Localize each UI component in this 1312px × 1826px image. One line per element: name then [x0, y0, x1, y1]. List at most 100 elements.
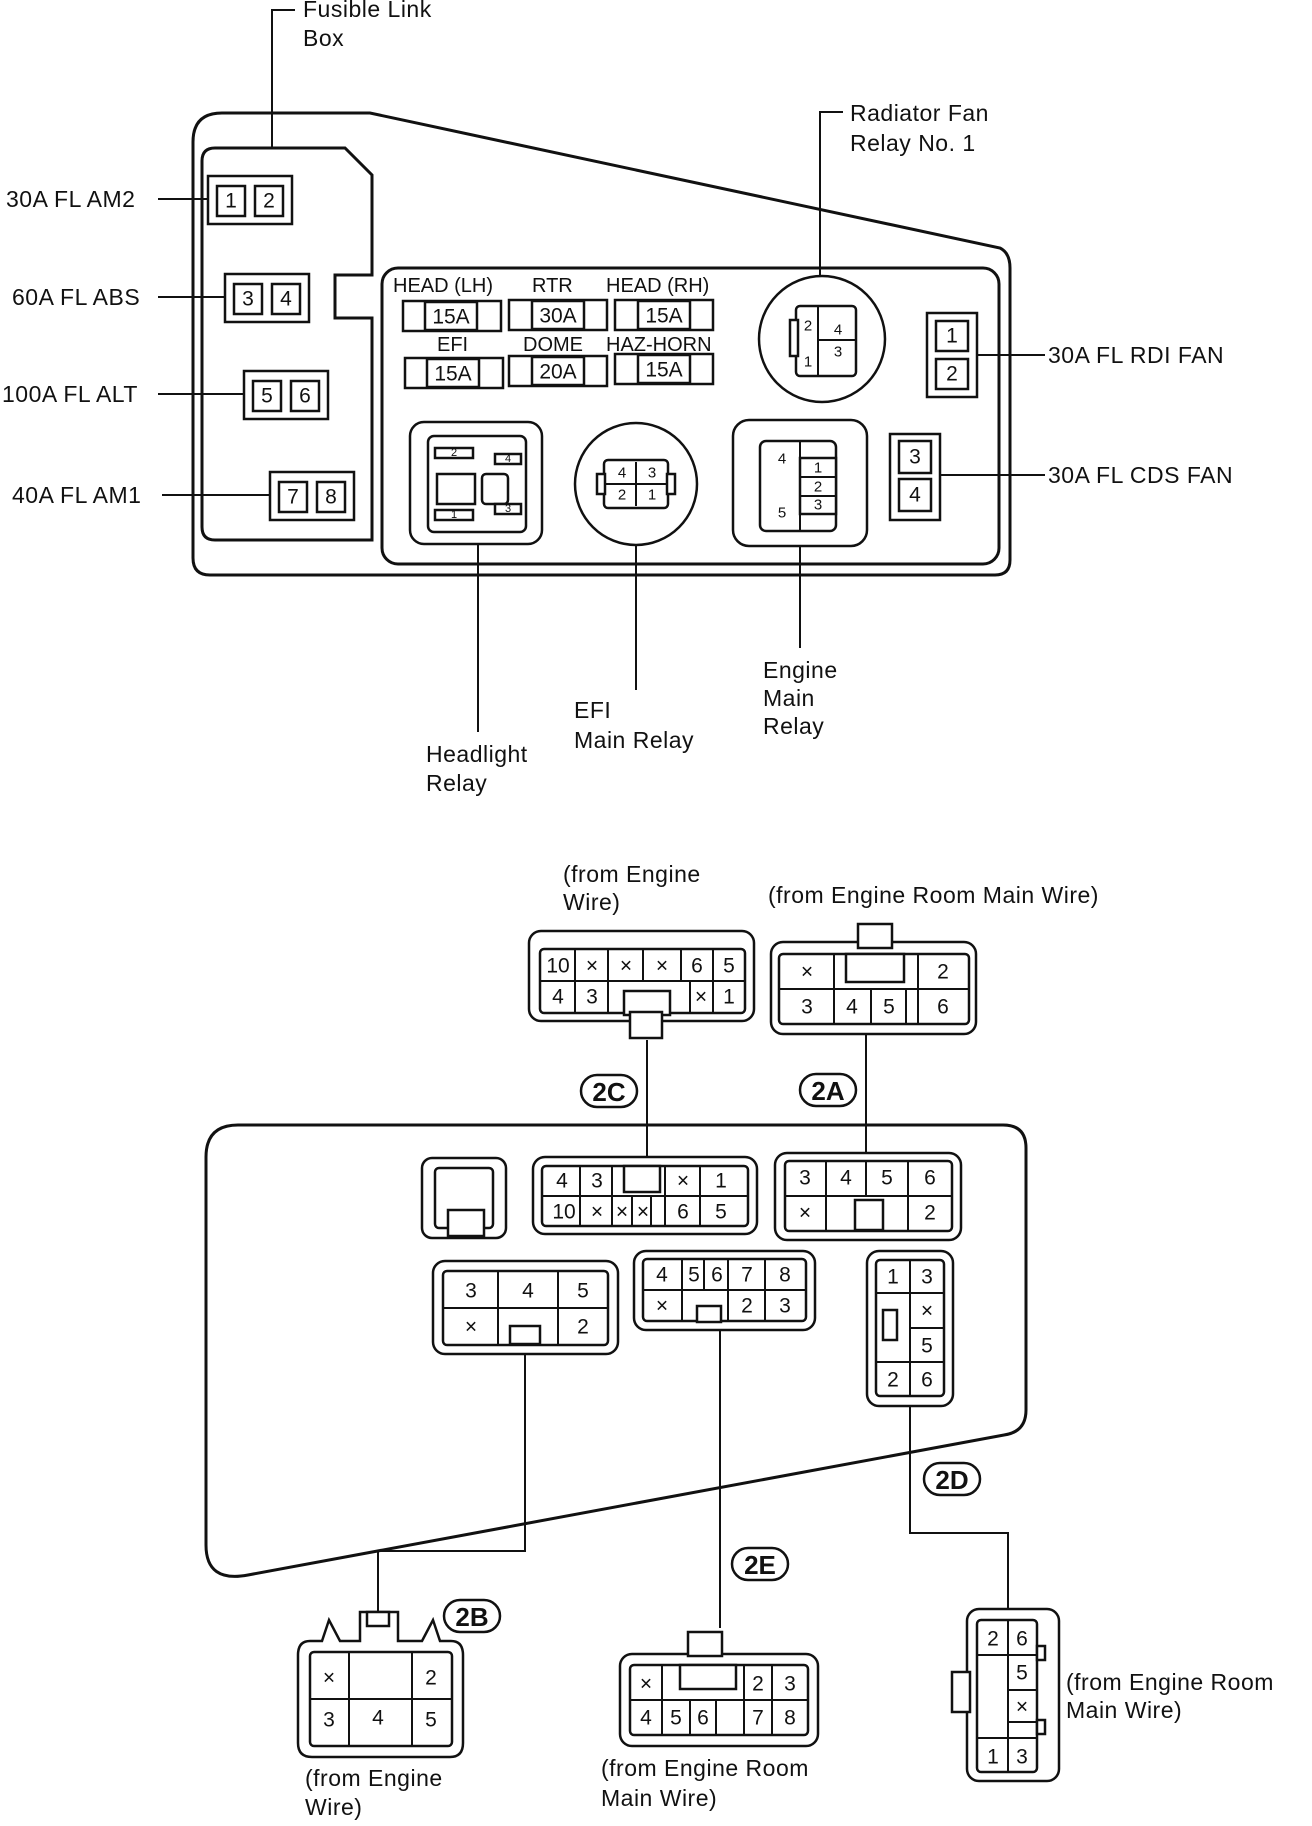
pin: 3: [921, 1266, 933, 1289]
pin: ×: [1016, 1696, 1028, 1719]
radiator-fan-relay-leader: [819, 111, 843, 278]
pin: 4: [656, 1264, 668, 1287]
pin: 2: [618, 487, 626, 504]
fuse-name-head-lh: HEAD (LH): [393, 275, 493, 297]
pin: ×: [620, 955, 632, 978]
pin: 6: [691, 955, 703, 978]
pin: 3: [814, 497, 822, 514]
label-abs: 60A FL ABS: [12, 284, 140, 310]
pin: 3: [323, 1709, 335, 1732]
pin: 4: [640, 1707, 652, 1730]
pin: 2: [741, 1295, 753, 1318]
fuse-rating: 15A: [432, 306, 469, 329]
pin: ×: [695, 986, 707, 1009]
efi-main-relay[interactable]: 4 3 2 1: [573, 421, 699, 547]
pin: 6: [697, 1707, 709, 1730]
connector-2d-engine-room-main-wire[interactable]: 2 6 5 × 1 3: [950, 1607, 1061, 1783]
engine-main-relay-label-line3: Relay: [763, 713, 824, 739]
label-am2: 30A FL AM2: [6, 186, 135, 212]
c2c-top-note-line2: Wire): [563, 889, 620, 915]
fuse-rating: 20A: [539, 361, 576, 384]
pin: ×: [616, 1201, 628, 1224]
pin: 4: [556, 1170, 568, 1193]
tag-2a-text: 2A: [811, 1076, 844, 1106]
blank-socket[interactable]: [420, 1156, 508, 1240]
pin: 2: [425, 1667, 437, 1690]
socket-2d[interactable]: 1 3 × 5 2 6: [865, 1249, 955, 1408]
fuse-dome[interactable]: 20A: [507, 354, 609, 388]
pin: 2: [804, 318, 812, 335]
pin: 4: [280, 288, 292, 311]
pin: 7: [741, 1264, 753, 1287]
pin: 3: [779, 1295, 791, 1318]
pin: ×: [656, 955, 668, 978]
pin: ×: [586, 955, 598, 978]
c2d-note-line2: Main Wire): [1066, 1697, 1182, 1723]
fusible-link-am1[interactable]: 7 8: [162, 470, 356, 522]
connector-2c-engine-wire[interactable]: 10 × × × 6 5 4 3 × 1: [527, 929, 756, 1040]
headlight-relay[interactable]: 2 4 1 3: [408, 420, 544, 546]
fuse-head-rh[interactable]: 15A: [613, 298, 715, 332]
tag-2a: 2A: [798, 1072, 858, 1108]
pin: 2: [946, 363, 958, 386]
headlight-relay-label-line2: Relay: [426, 770, 487, 796]
efi-main-relay-label-line1: EFI: [574, 697, 611, 723]
socket-2b[interactable]: 3 4 5 × 2: [431, 1259, 620, 1356]
pin: 5: [670, 1707, 682, 1730]
pin: ×: [677, 1170, 689, 1193]
pin: 5: [425, 1709, 437, 1732]
pin: 4: [522, 1280, 534, 1303]
pin: 2: [937, 961, 949, 984]
pin: ×: [799, 1202, 811, 1225]
label-rdi-fan: 30A FL RDI FAN: [1048, 342, 1224, 368]
pin: 1: [946, 325, 958, 348]
pin: 5: [921, 1335, 933, 1358]
fuse-efi[interactable]: 15A: [403, 356, 505, 390]
pin: 4: [618, 465, 626, 482]
leader-2b: [377, 1354, 526, 1613]
pin: 6: [677, 1201, 689, 1224]
fuse-haz-horn[interactable]: 15A: [613, 352, 715, 386]
pin: 7: [287, 486, 299, 509]
radiator-fan-relay[interactable]: 2 4 1 3: [757, 274, 887, 404]
pin: 3: [586, 986, 598, 1009]
socket-2a[interactable]: 3 4 5 6 × 2: [773, 1151, 963, 1242]
pin: 5: [577, 1280, 589, 1303]
tag-2b: 2B: [442, 1598, 502, 1634]
c2b-note-line2: Wire): [305, 1794, 362, 1820]
connector-2a-engine-room-main-wire[interactable]: × 2 3 4 5 6: [769, 922, 978, 1036]
fuse-rating: 15A: [645, 305, 682, 328]
fusible-link-cds-fan[interactable]: 3 4: [888, 432, 1045, 522]
pin: 4: [505, 453, 511, 465]
fuse-rtr[interactable]: 30A: [507, 298, 609, 332]
pin: 4: [372, 1707, 384, 1730]
pin: ×: [465, 1316, 477, 1339]
fusible-link-abs[interactable]: 3 4: [158, 272, 311, 324]
pin: 5: [881, 1167, 893, 1190]
pin: 3: [799, 1167, 811, 1190]
pin: 5: [723, 955, 735, 978]
pin: 2: [577, 1316, 589, 1339]
connector-2e-engine-room-main-wire[interactable]: × 2 3 4 5 6 7 8: [618, 1630, 820, 1748]
fusible-link-am2[interactable]: 1 2: [158, 174, 294, 226]
tag-2d: 2D: [922, 1461, 982, 1497]
pin: 1: [225, 190, 237, 213]
fuse-name-efi: EFI: [437, 334, 468, 356]
c2b-note-line1: (from Engine: [305, 1765, 443, 1791]
pin: ×: [637, 1201, 649, 1224]
connector-2b-engine-wire[interactable]: × 2 3 4 5: [296, 1610, 465, 1759]
pin: 4: [834, 322, 842, 339]
pin: ×: [591, 1201, 603, 1224]
pin: 6: [937, 996, 949, 1019]
pin: 5: [261, 385, 273, 408]
fuse-relay-panel: [380, 266, 1001, 566]
fusible-link-rdi-fan[interactable]: 1 2: [925, 311, 1045, 399]
socket-2c[interactable]: 4 3 × 1 10 × × × 6 5: [531, 1155, 759, 1236]
engine-main-relay[interactable]: 4 1 2 3 5: [731, 418, 869, 548]
fusible-link-alt[interactable]: 5 6: [158, 369, 330, 421]
socket-2e[interactable]: 4 5 6 7 8 × 2 3: [632, 1249, 817, 1332]
fuse-head-lh[interactable]: 15A: [401, 299, 503, 333]
pin: 2: [814, 479, 822, 496]
pin: 1: [723, 986, 735, 1009]
pin: 2: [887, 1369, 899, 1392]
